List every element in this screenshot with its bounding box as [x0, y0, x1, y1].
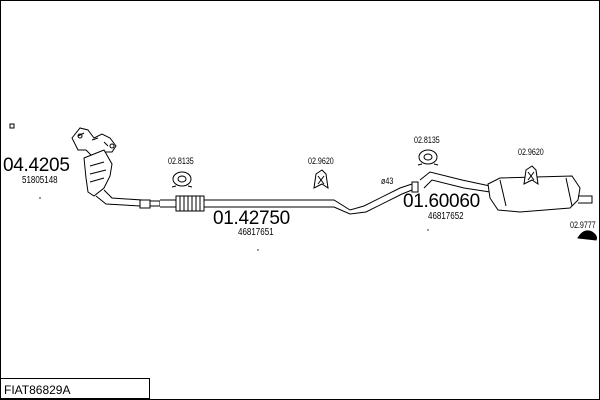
rubber-mount-1-drawing	[313, 169, 329, 190]
clamp-1-drawing	[171, 171, 193, 188]
buffer-label: 02.9777	[570, 220, 596, 231]
clamp-1-label: 02.8135	[168, 156, 194, 167]
front-pipe-catalyst-drawing	[71, 127, 151, 209]
rubber-mount-1-label: 02.9620	[308, 156, 334, 167]
clamp-2-drawing	[417, 149, 439, 166]
middle-pipe-drawing	[150, 181, 419, 215]
middle-pipe-code-label: 01.42750	[213, 208, 290, 229]
front-pipe-code-label: 04.4205	[3, 155, 70, 176]
middle-pipe-ref-label: 46817651	[238, 227, 274, 238]
buffer-drawing	[577, 230, 597, 241]
rear-silencer-ref-label: 46817652	[428, 211, 464, 222]
front-pipe-ref-label: 51805148	[22, 175, 58, 186]
title-box: FIAT86829A	[0, 378, 150, 399]
rear-silencer-code-label: 01.60060	[403, 191, 480, 212]
rubber-mount-2-drawing	[523, 165, 539, 186]
clamp-2-label: 02.8135	[414, 135, 440, 146]
diagram-id-label: FIAT86829A	[4, 383, 71, 397]
rubber-mount-2-label: 02.9620	[518, 147, 544, 158]
marker-square	[9, 123, 15, 129]
pipe-diameter-label: ø43	[381, 176, 394, 187]
